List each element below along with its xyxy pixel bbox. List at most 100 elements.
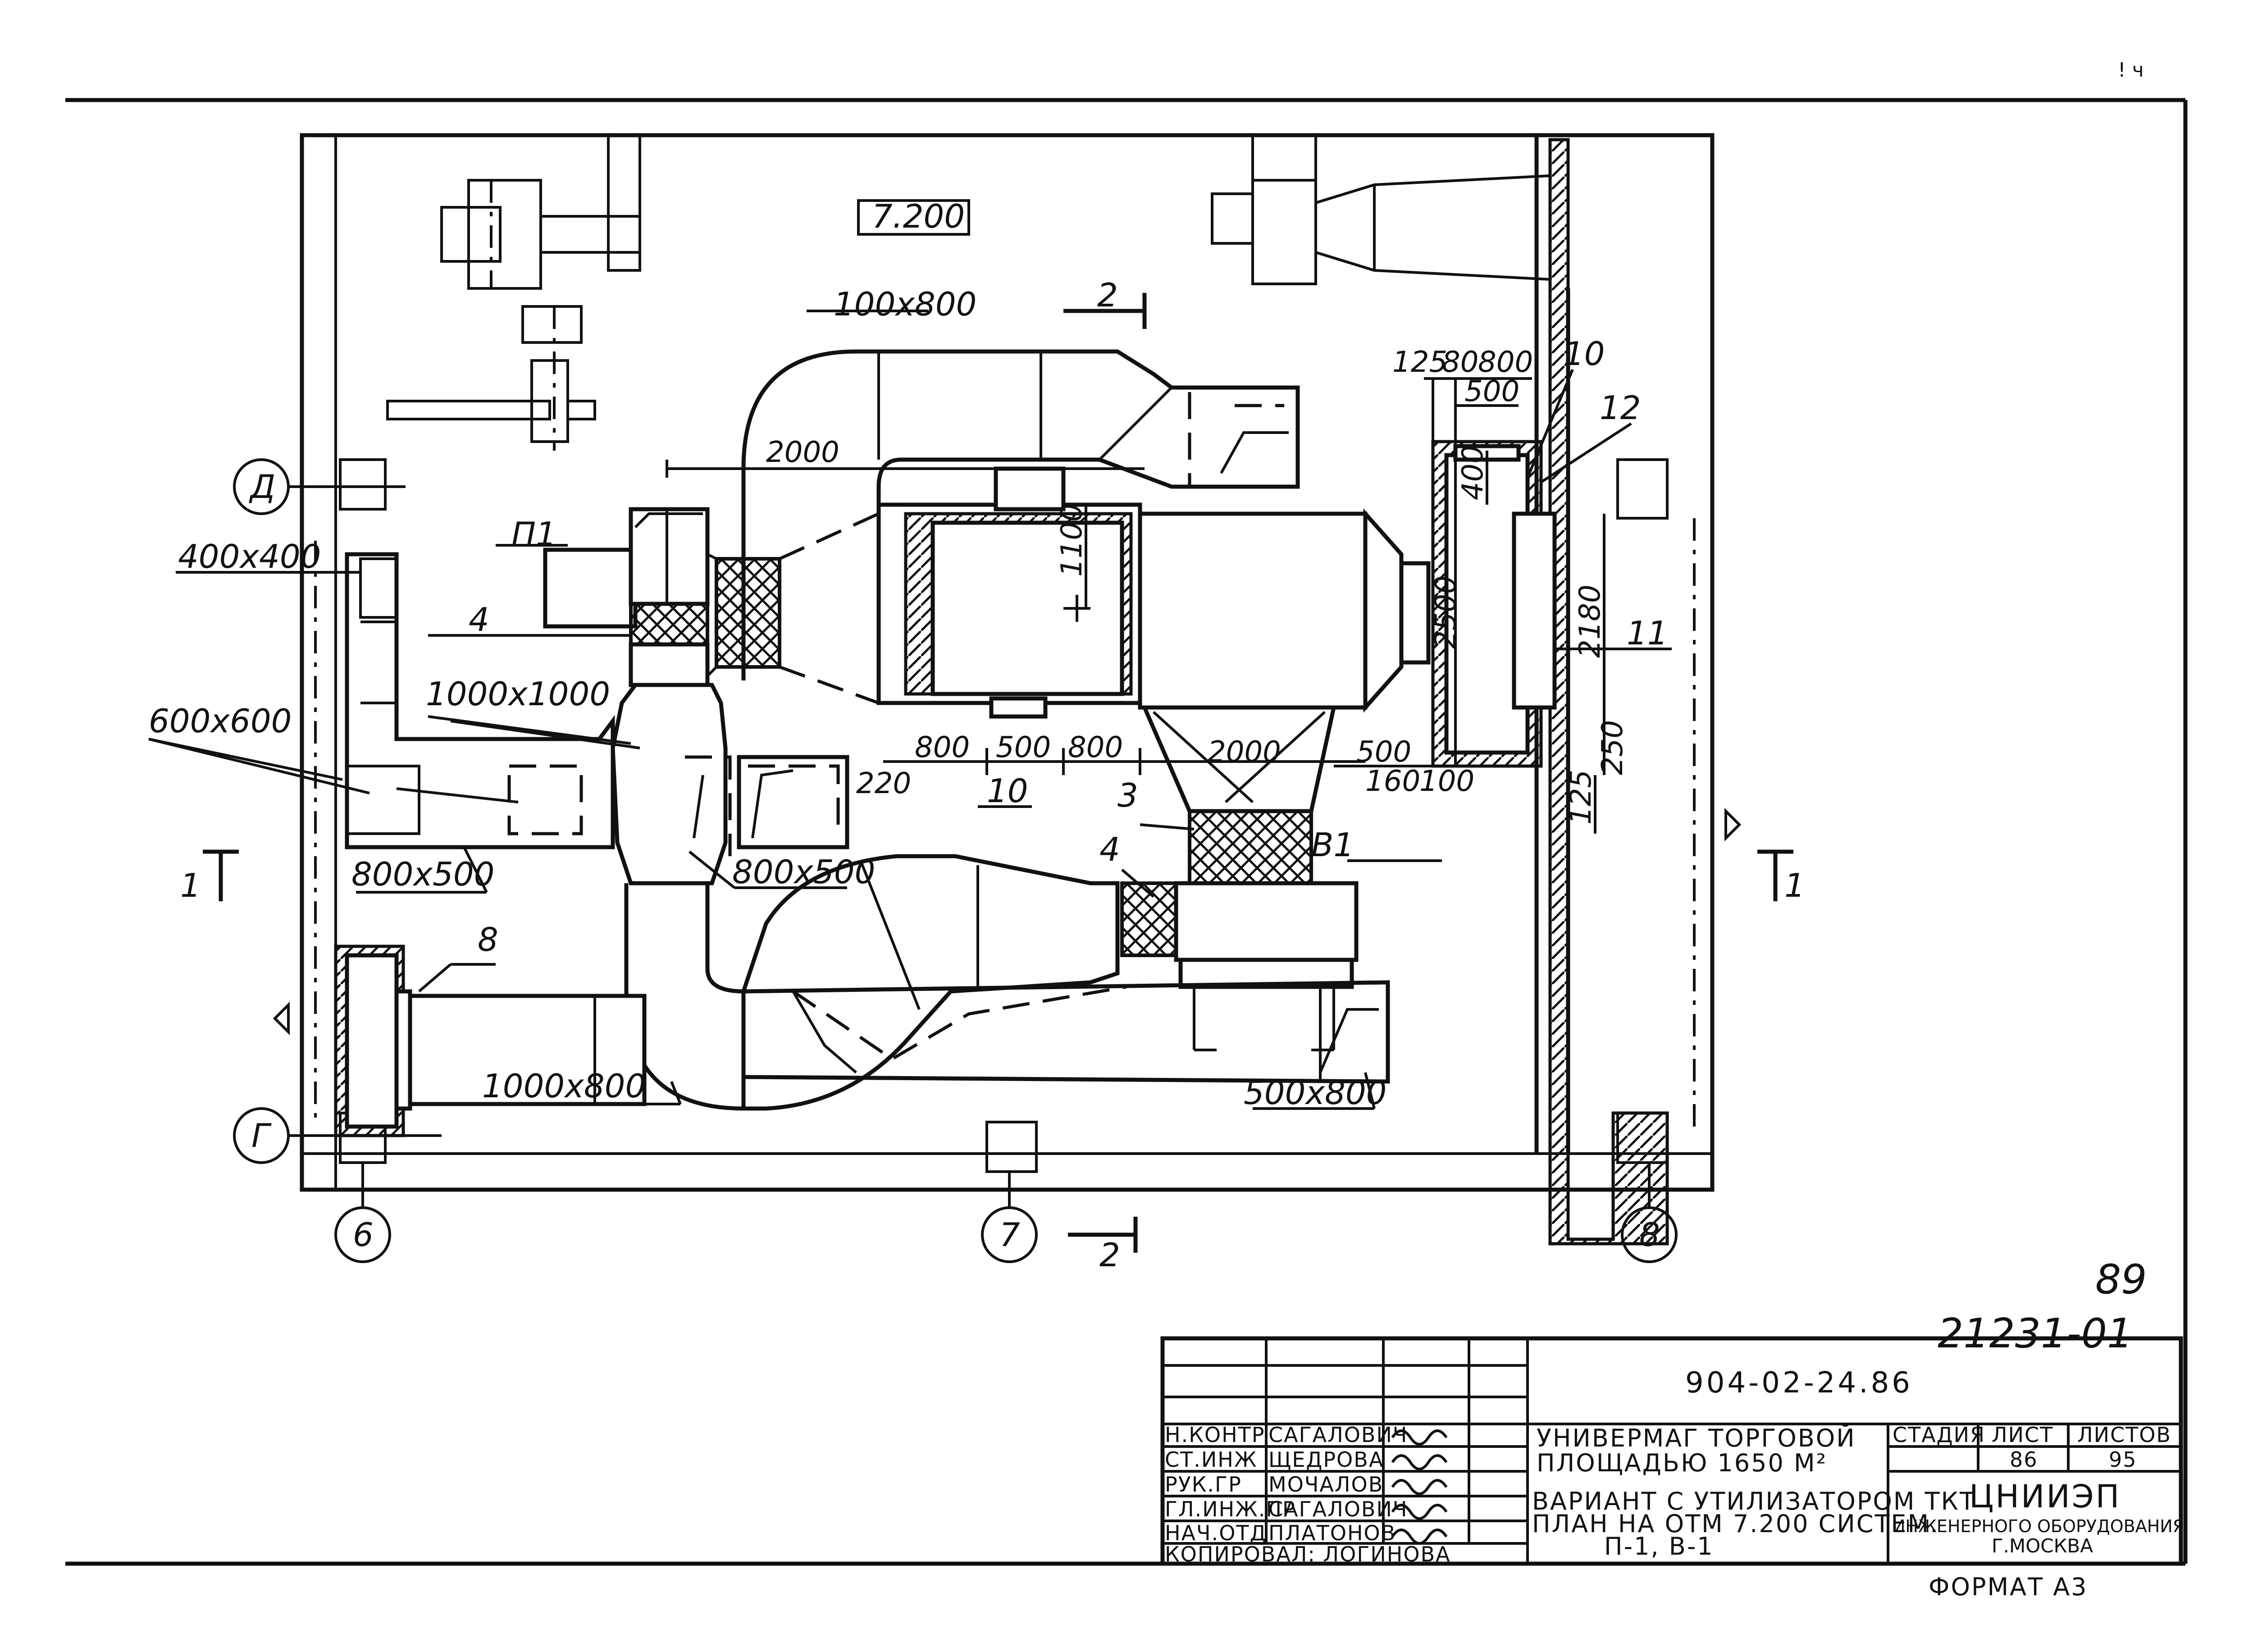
dim-125: 125 [1392, 346, 1447, 379]
dim-250: 250 [1596, 720, 1629, 775]
duct-size-400x400: 400x400 [178, 538, 321, 575]
project-code: 21231-01 [1938, 1310, 2133, 1357]
sheet-value: 86 [2010, 1447, 2038, 1472]
org-line-2: ИНЖЕНЕРНОГО ОБОРУДОВАНИЯ [1893, 1516, 2185, 1536]
mark-8: 8 [478, 921, 498, 958]
name-3: МОЧАЛОВ [1268, 1472, 1383, 1497]
axis-bubble-8: 8 [1621, 1163, 1678, 1263]
svg-text:1: 1 [180, 867, 201, 904]
dim-2180: 2180 [1573, 584, 1607, 658]
top-right-inlet [1211, 174, 1551, 285]
doc-code: 904-02-24.86 [1685, 1366, 1913, 1400]
arrow-marker-right [1724, 808, 1742, 842]
sheet-frame [65, 98, 2188, 1566]
role-3: РУК.ГР [1165, 1472, 1242, 1497]
object-line-2: ПЛОЩАДЬЮ 1650 М² [1537, 1449, 1827, 1477]
mark-v1: В1 [1311, 826, 1354, 864]
section-mark-2-bottom: 2 [1068, 1217, 1138, 1274]
dimension-lines [666, 377, 1605, 834]
svg-text:Д: Д [249, 468, 275, 506]
section-mark-2-top: 2 [1063, 276, 1147, 329]
duct-size-1000x800: 1000x800 [482, 1067, 646, 1105]
svg-text:6: 6 [353, 1216, 374, 1254]
arrow-marker-left [273, 1001, 290, 1036]
leader-lines [148, 310, 1672, 1110]
role-4: ГЛ.ИНЖ.ПР [1165, 1497, 1296, 1521]
dim-80: 80 [1442, 346, 1478, 379]
top-left-fittings [386, 179, 641, 451]
sheet-number: 89 [2095, 1256, 2147, 1303]
mixing-cone [1141, 705, 1336, 885]
name-1: САГАЛОВИЧ [1268, 1423, 1408, 1447]
title-block [1160, 1336, 2183, 1566]
org-line-1: ЦНИИЭП [1969, 1478, 2121, 1515]
top-duct-bend [741, 349, 1300, 680]
role-5: НАЧ.ОТД [1165, 1521, 1267, 1545]
dim-125-b: 125 [1564, 770, 1598, 825]
supply-unit [876, 466, 1431, 719]
name-5: ПЛАТОНОВ [1268, 1521, 1396, 1545]
dim-100: 100 [1419, 765, 1474, 798]
format-label: ФОРМАТ А3 [1929, 1573, 2088, 1601]
svg-text:8: 8 [1639, 1216, 1660, 1254]
object-line-1: УНИВЕРМАГ ТОРГОВОЙ [1537, 1424, 1856, 1452]
dim-160: 160 [1365, 765, 1420, 798]
signatures [1391, 1429, 1448, 1545]
level-tag-box [857, 199, 970, 236]
duct-size-1000x1000: 1000x1000 [426, 675, 610, 713]
svg-text:Г: Г [251, 1117, 272, 1155]
sheets-header: ЛИСТОВ [2077, 1423, 2171, 1447]
role-1: Н.КОНТР [1165, 1423, 1265, 1447]
level-tag: 7.200 [872, 197, 965, 235]
title-line-3: П-1, В-1 [1604, 1532, 1714, 1561]
title-line-2: ПЛАН НА ОТМ 7.200 СИСТЕМ. [1532, 1510, 1939, 1538]
mark-10-a: 10 [1564, 335, 1605, 373]
copied-by: КОПИРОВАЛ: ЛОГИНОВА [1165, 1542, 1451, 1566]
duct-size-800x500-left: 800x500 [351, 855, 494, 893]
sheets-value: 95 [2109, 1447, 2137, 1472]
dim-2000-top: 2000 [766, 436, 839, 469]
corner-mark: ! ч [2118, 59, 2144, 82]
mark-10-b: 10 [987, 772, 1028, 810]
role-2: СТ.ИНЖ [1165, 1447, 1257, 1472]
dim-800-a: 800 [915, 731, 970, 764]
dim-800-c: 800 [1478, 346, 1533, 379]
sheet-header: ЛИСТ [1992, 1423, 2053, 1447]
section-mark-1-left: 1 [180, 849, 239, 904]
axis-bubble-g: Г [233, 1107, 442, 1164]
stage-header: СТАДИЯ [1893, 1423, 1985, 1447]
org-line-3: Г.МОСКВА [1992, 1535, 2093, 1557]
svg-text:7: 7 [999, 1216, 1020, 1254]
duct-size-500x800: 500x800 [1244, 1074, 1386, 1112]
duct-size-100x800: 100x800 [834, 285, 976, 323]
dim-500-c: 500 [1464, 375, 1519, 408]
svg-text:1: 1 [1784, 867, 1805, 904]
dim-220: 220 [856, 767, 911, 800]
name-2: ЩЕДРОВА [1268, 1447, 1384, 1472]
mark-4-b: 4 [1099, 831, 1120, 868]
duct-size-800x500-mid: 800x500 [732, 853, 875, 891]
riser-and-left-ducts [345, 552, 849, 885]
axis-bubble-7: 7 [981, 1172, 1038, 1263]
exhaust-duct-loop [624, 854, 1359, 1111]
mark-12: 12 [1600, 389, 1641, 427]
mark-11: 11 [1627, 614, 1668, 652]
supply-fan-p1 [543, 507, 880, 705]
title-line-1: ВАРИАНТ С УТИЛИЗАТОРОМ ТКТ [1532, 1487, 1976, 1515]
axis-bubble-6: 6 [334, 1163, 391, 1263]
axis-bubble-d: Д [233, 458, 406, 515]
svg-text:2: 2 [1099, 1236, 1120, 1274]
dim-800-b: 800 [1068, 731, 1123, 764]
dim-2500: 2500 [1429, 575, 1463, 649]
dim-500-b: 500 [1356, 735, 1411, 769]
svg-text:2: 2 [1097, 276, 1118, 314]
duct-size-600x600: 600x600 [149, 702, 292, 740]
mark-2: 2 [1097, 276, 1118, 314]
dim-1100: 1100 [1055, 503, 1089, 577]
bottom-ducts [334, 945, 1390, 1137]
dim-2000-mid: 2000 [1208, 735, 1281, 769]
dim-500-a: 500 [996, 731, 1051, 764]
mark-4-a: 4 [469, 601, 489, 639]
mark-p1: П1 [511, 515, 556, 553]
